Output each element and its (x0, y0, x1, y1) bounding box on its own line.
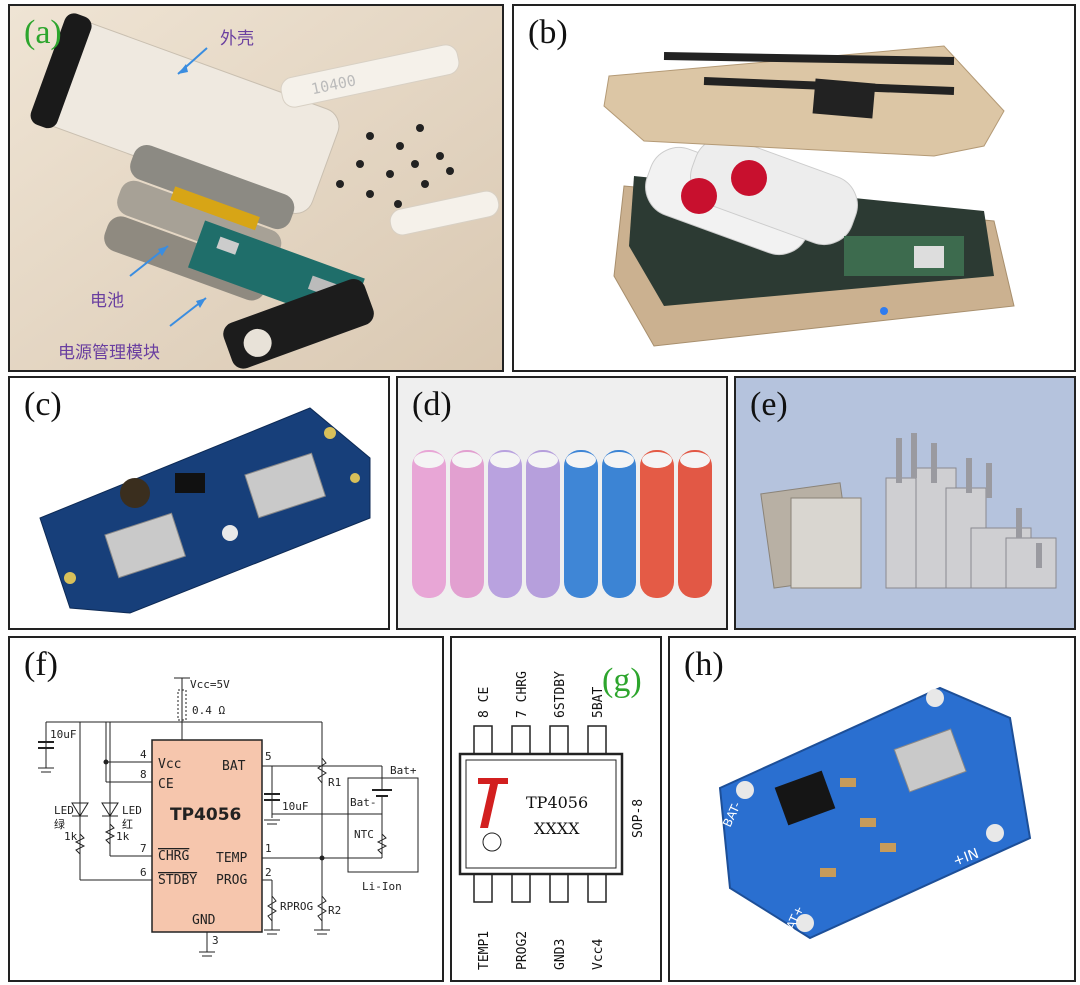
panel-e: (e) (734, 376, 1076, 630)
rprog-label: RPROG (280, 900, 313, 913)
led-red-color: 红 (122, 818, 133, 831)
pin-bat-label: BAT (222, 759, 246, 774)
panel-a-photo: 10400 (10, 6, 502, 370)
panel-f-schematic: Vcc=5V 0.4 Ω 10uF 10uF Vcc CE CHRG STDBY… (38, 677, 419, 957)
r2-label: R2 (328, 904, 341, 917)
panel-g-label: (g) (602, 662, 642, 699)
g-pin-1: TEMP1 (477, 931, 492, 970)
shell-annotation: 外壳 (220, 29, 254, 49)
pin-temp-label: TEMP (216, 851, 247, 866)
g-chip-name: TP4056 (526, 793, 588, 812)
panel-c-label: (c) (24, 386, 62, 423)
panel-b-photo (514, 6, 1074, 370)
chip-name: TP4056 (170, 805, 241, 825)
g-pin-5: 5BAT (591, 687, 606, 718)
pin-7-num: 7 (140, 842, 147, 855)
panel-f: Vcc=5V 0.4 Ω 10uF 10uF Vcc CE CHRG STDBY… (8, 636, 444, 982)
panel-e-label: (e) (750, 386, 788, 423)
panel-b-label: (b) (528, 14, 568, 51)
pin-ce-label: CE (158, 777, 174, 792)
pin-1-num: 1 (265, 842, 272, 855)
g-pin-3: GND3 (553, 939, 568, 970)
panel-d: (d) (396, 376, 728, 630)
pin-2-num: 2 (265, 866, 272, 879)
pin-6-num: 6 (140, 866, 147, 879)
panel-h-label: (h) (684, 646, 724, 683)
vcc-supply-label: Vcc=5V (190, 678, 230, 691)
right-cap-label: 10uF (282, 800, 309, 813)
g-marking: XXXX (534, 819, 580, 838)
pin-chrg-label: CHRG (158, 849, 189, 864)
tp4056-chip-body (151, 739, 263, 933)
pin-gnd-label: GND (192, 913, 216, 928)
panel-f-label: (f) (24, 646, 58, 683)
panel-e-photo (736, 378, 1074, 628)
left-cap-label: 10uF (50, 728, 77, 741)
panel-d-label: (d) (412, 386, 452, 423)
pin-stdby-label: STDBY (158, 873, 197, 888)
pmu-annotation: 电源管理模块 (58, 343, 160, 363)
bat-minus-label: Bat- (350, 796, 377, 809)
panel-d-photo (398, 378, 726, 628)
g-package: SOP-8 (631, 799, 646, 838)
panel-h: -IN +IN BAT- BAT+ (h) (668, 636, 1076, 982)
g-pin-2: PROG2 (515, 931, 530, 970)
led-green-label: LED (54, 804, 74, 817)
led-green-color: 绿 (54, 817, 65, 831)
pin-vcc-label: Vcc (158, 757, 181, 772)
battery-annotation: 电池 (90, 291, 124, 311)
panel-h-photo: -IN +IN BAT- BAT+ (670, 638, 1074, 980)
pin-8-num: 8 (140, 768, 147, 781)
r-led-red: 1k (116, 830, 130, 843)
panel-a-label: (a) (24, 14, 62, 51)
bat-plus-label: Bat+ (390, 764, 417, 777)
pin-prog-label: PROG (216, 873, 247, 888)
pin-4-num: 4 (140, 748, 147, 761)
panel-g-pinout: TP4056 XXXX SOP-8 8 CE 7 CHRG 6STDBY 5BA… (458, 671, 646, 970)
g-pin-8: 8 CE (477, 687, 492, 718)
g-pin-7: 7 CHRG (515, 671, 530, 718)
ntc-label: NTC (354, 828, 374, 841)
panel-a: 10400 (a) 外壳 电池 电源管理模块 (8, 4, 504, 372)
panel-g: TP4056 XXXX SOP-8 8 CE 7 CHRG 6STDBY 5BA… (450, 636, 662, 982)
led-red-label: LED (122, 804, 142, 817)
panel-b: (b) (512, 4, 1076, 372)
r-led-green: 1k (64, 830, 78, 843)
pin-3-num: 3 (212, 934, 219, 947)
r1-label: R1 (328, 776, 341, 789)
g-pin-4: Vcc4 (591, 939, 606, 970)
pin-5-num: 5 (265, 750, 272, 763)
h-silk-in-neg: -IN (896, 668, 920, 690)
top-resistor-label: 0.4 Ω (192, 704, 225, 717)
panel-c-photo (10, 378, 388, 628)
battery-type-label: Li-Ion (362, 880, 402, 893)
panel-c: (c) (8, 376, 390, 630)
g-pin-6: 6STDBY (553, 671, 568, 718)
